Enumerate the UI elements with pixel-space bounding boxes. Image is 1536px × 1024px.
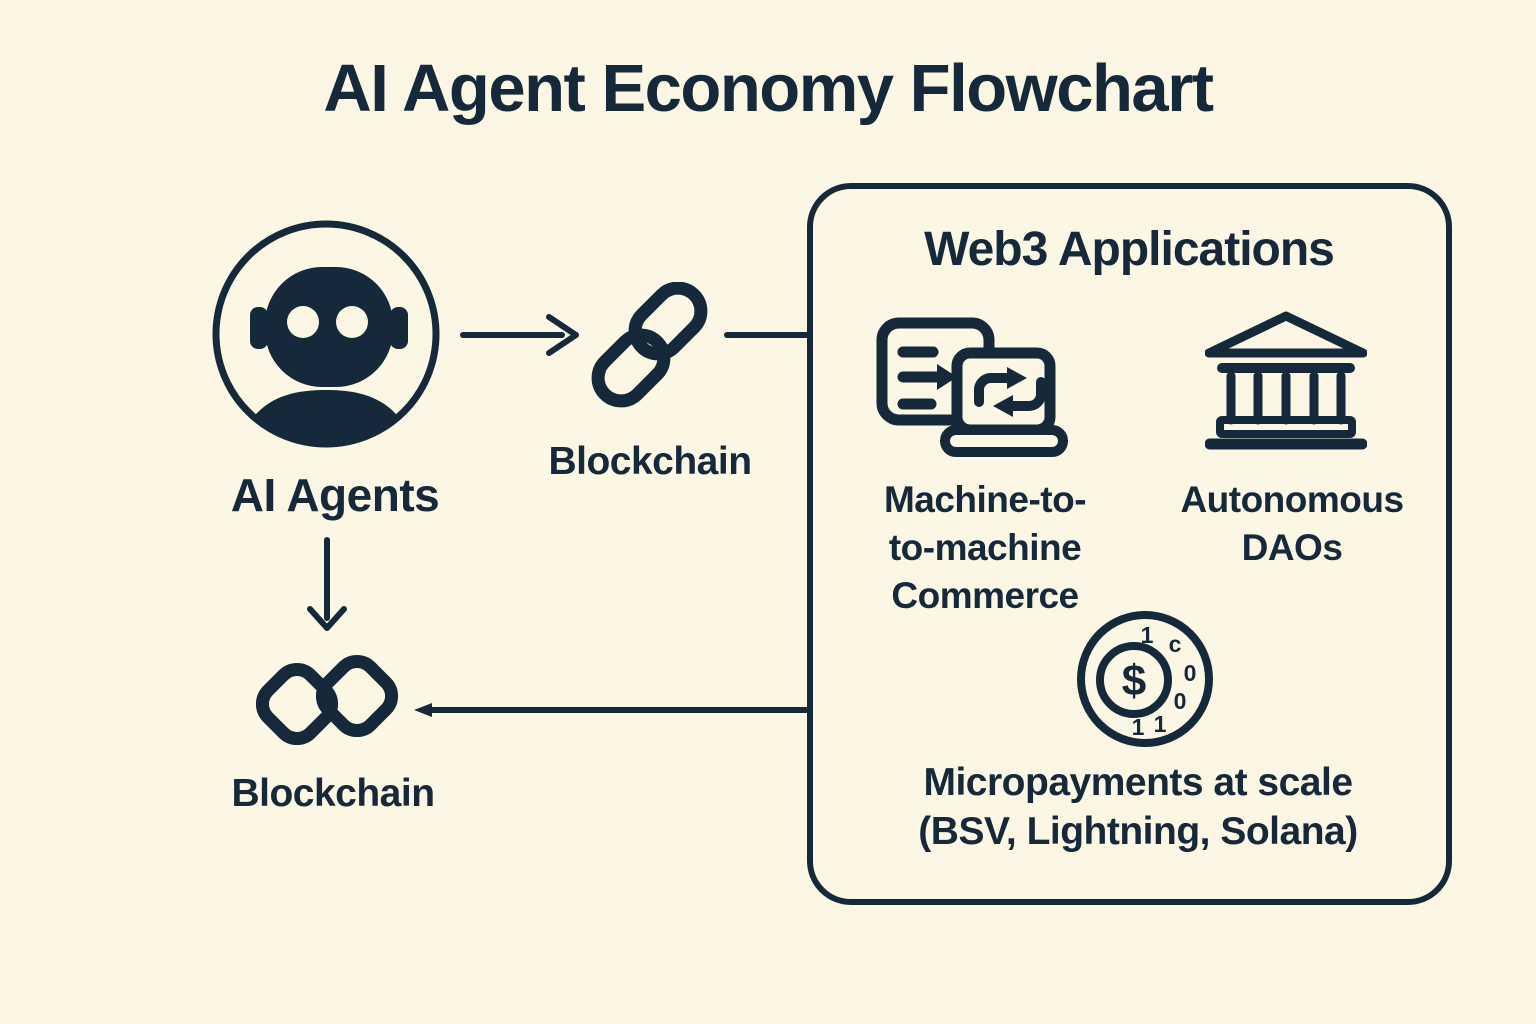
- machine-to-machine-icon: [876, 317, 1068, 457]
- page-title: AI Agent Economy Flowchart: [323, 51, 1214, 126]
- coin-icon: $ 1 c 0 0 1 1: [1077, 611, 1213, 747]
- web3-applications-box: [807, 183, 1452, 905]
- micropayments-label-line: Micropayments at scale: [923, 761, 1353, 804]
- micropayments-item: $ 1 c 0 0 1 1: [1070, 604, 1220, 754]
- machine-to-machine-label-line: Machine-to-: [883, 479, 1087, 520]
- blockchain-top-label: Blockchain: [548, 440, 752, 483]
- autonomous-daos-item: [1205, 310, 1367, 455]
- arrow-right-icon: [460, 314, 579, 356]
- coin-digit: 1: [1154, 711, 1167, 737]
- coin-digit: 0: [1174, 688, 1187, 714]
- micropayments-label: Micropayments at scale (BSV, Lightning, …: [918, 758, 1358, 856]
- micropayments-label-line: (BSV, Lightning, Solana): [918, 810, 1358, 853]
- coin-digit: 1: [1141, 622, 1154, 648]
- coin-digit: c: [1169, 631, 1182, 657]
- autonomous-daos-label: Autonomous DAOs: [1180, 476, 1404, 572]
- blockchain-bottom-label: Blockchain: [231, 772, 435, 815]
- arrow-down-icon: [307, 537, 347, 631]
- chain-link-icon: [255, 654, 399, 746]
- robot-icon: [212, 220, 440, 448]
- ai-agents-label: AI Agents: [230, 469, 440, 521]
- machine-to-machine-item: [875, 316, 1087, 466]
- autonomous-daos-label-line: Autonomous: [1180, 479, 1404, 520]
- machine-to-machine-label-line: to-machine: [888, 527, 1082, 568]
- dollar-sign: $: [1122, 657, 1146, 706]
- bank-icon: [1205, 311, 1367, 450]
- chain-link-icon: [591, 282, 708, 408]
- autonomous-daos-label-line: DAOs: [1241, 527, 1343, 568]
- blockchain-top-node: [590, 282, 710, 408]
- blockchain-bottom-node: [255, 646, 405, 754]
- connector-line-bottom: [414, 703, 811, 717]
- web3-applications-title: Web3 Applications: [924, 223, 1335, 276]
- ai-agents-node: [206, 214, 446, 454]
- coin-digit: 0: [1184, 660, 1197, 686]
- machine-to-machine-label: Machine-to- to-machine Commerce: [883, 476, 1087, 620]
- machine-to-machine-label-line: Commerce: [891, 575, 1079, 616]
- coin-digit: 1: [1132, 714, 1145, 740]
